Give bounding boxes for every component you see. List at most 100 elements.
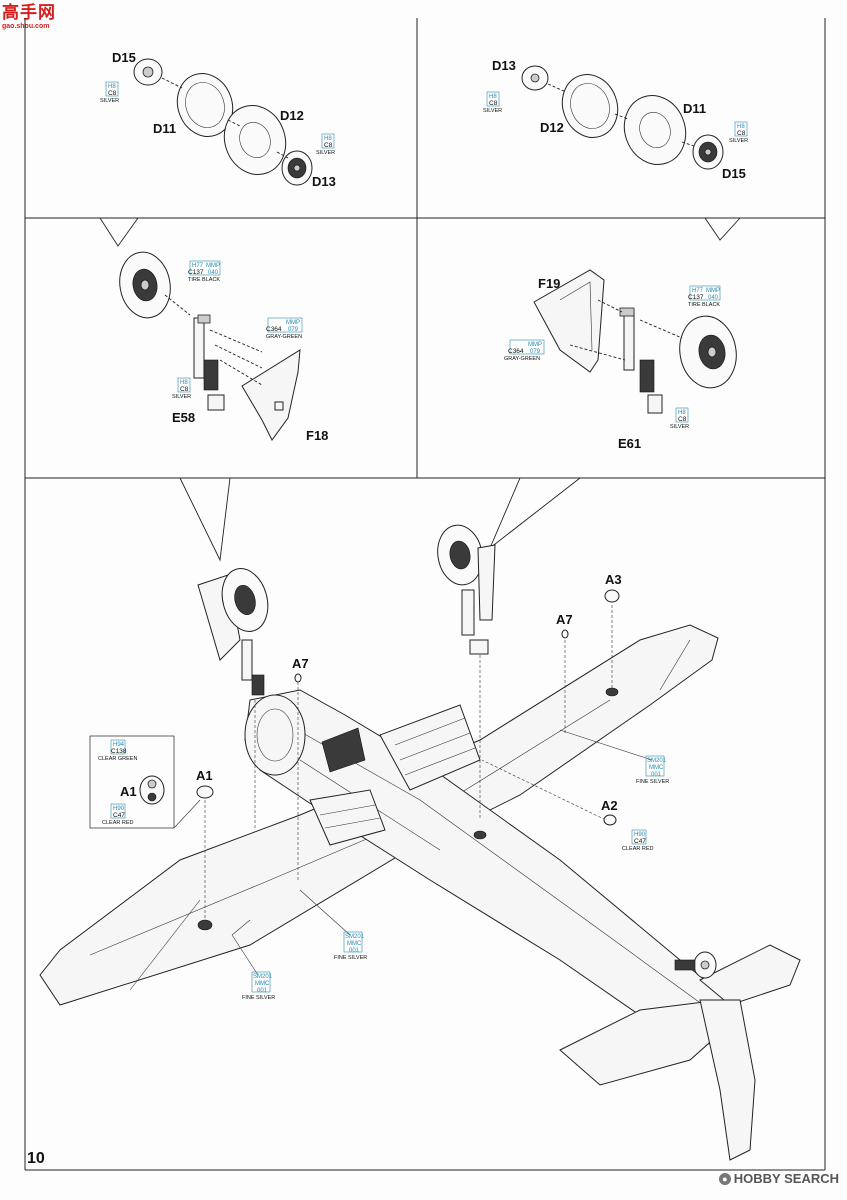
gear-bay-left: [309, 789, 386, 846]
watermark-bottom-right: ●HOBBY SEARCH: [718, 1171, 839, 1186]
color-name: SILVER: [729, 138, 748, 144]
lens-a7-right: [561, 629, 569, 639]
color-mmp: MMP: [706, 288, 720, 294]
color-name: FINE SILVER: [636, 779, 669, 785]
part-label-f18: F18: [306, 428, 328, 443]
color-c: C8: [678, 416, 687, 423]
color-callout: H8 C8 SILVER: [172, 377, 191, 400]
color-num: 001: [349, 948, 360, 954]
panel-main: A7 A7 A3 A1 A1 A2 H94 C138 CLEAR GREEN H…: [39, 524, 801, 1161]
lens-a2: [603, 814, 617, 826]
gear-leg-e61: [619, 307, 663, 414]
hub-cap-d15: [133, 58, 163, 86]
color-c: C8: [180, 386, 189, 393]
installed-gear-left: [197, 568, 269, 696]
color-c: C137: [688, 294, 704, 301]
air-intake: [321, 727, 366, 773]
page-number: 10: [27, 1150, 45, 1167]
color-name: GRAY-GREEN: [266, 334, 302, 340]
color-c: C364: [508, 348, 524, 355]
lens-a7-left: [294, 673, 302, 683]
part-label-a7-left: A7: [292, 656, 309, 671]
color-code: H8: [489, 94, 497, 100]
lens-a3: [604, 589, 620, 603]
color-callout: MMP C364 079 GRAY-GREEN: [504, 339, 545, 362]
color-name: CLEAR RED: [102, 820, 134, 826]
color-code: H77: [692, 288, 704, 294]
color-callout: SM201 MMC 001 FINE SILVER: [231, 934, 275, 1001]
color-c: C8: [324, 142, 333, 149]
main-wheel: [679, 315, 737, 389]
color-mmp-num: 079: [288, 327, 299, 333]
door-bracket: [274, 401, 284, 411]
color-code: H90: [113, 806, 125, 812]
color-name: SILVER: [483, 108, 502, 114]
lens-a1: [196, 785, 214, 799]
watermark-url: gao.shou.com: [2, 23, 50, 30]
panel-left-mid: E58 F18 H77 MMP C137 040 TIRE BLACK MMP …: [119, 251, 328, 443]
color-name: TIRE BLACK: [688, 302, 720, 308]
color-code: H8: [737, 124, 745, 130]
color-mmp: MMP: [528, 342, 542, 348]
engine-cowling: [244, 694, 306, 776]
color-name: CLEAR RED: [622, 846, 654, 852]
color-name: SILVER: [316, 150, 335, 156]
watermark-top-left: 高手网 gao.shou.com: [2, 4, 68, 36]
color-name: SILVER: [670, 424, 689, 430]
a1-lens-inset: H94 C138 CLEAR GREEN H90 C47 CLEAR RED: [89, 735, 201, 829]
panel-left-top: D15 D11 D12 D13 H8 C8 SILVER H8 C8 SILVE…: [100, 50, 336, 189]
color-code: SM201: [345, 934, 365, 940]
gear-door-f18: [241, 349, 301, 441]
part-label-e58: E58: [172, 410, 195, 425]
color-num: 001: [257, 988, 268, 994]
color-callout: H8 C8 SILVER: [729, 121, 748, 144]
color-callout: MMP C364 079 GRAY-GREEN: [266, 317, 303, 340]
tail-wheel: [674, 951, 717, 979]
color-code: H8: [678, 410, 686, 416]
part-label-d13: D13: [312, 174, 336, 189]
color-mmp-num: 040: [708, 295, 719, 301]
color-callout: H77 MMP C137 040 TIRE BLACK: [188, 260, 220, 283]
color-c: C364: [266, 326, 282, 333]
color-callout: SM201 MMC 001 FINE SILVER: [299, 889, 367, 961]
panel-right-top: D13 D12 D11 D15 H8 C8 SILVER H8 C8 SILVE…: [483, 58, 748, 181]
hobby-search-logo-icon: ●: [718, 1173, 731, 1185]
color-code: H8: [180, 380, 188, 386]
tire-half-d11: [176, 73, 234, 137]
color-code: H94: [113, 742, 125, 748]
part-label-d12: D12: [540, 120, 564, 135]
color-name: CLEAR GREEN: [98, 756, 137, 762]
color-callout: H8 C8 SILVER: [483, 91, 502, 114]
color-callout: H90 C47 CLEAR RED: [102, 803, 134, 826]
color-name: TIRE BLACK: [188, 277, 220, 283]
color-code: H77: [192, 263, 204, 269]
part-label-f19: F19: [538, 276, 560, 291]
part-label-d12: D12: [280, 108, 304, 123]
watermark-text: HOBBY SEARCH: [733, 1171, 839, 1186]
color-name: FINE SILVER: [242, 995, 275, 1001]
color-name: GRAY-GREEN: [504, 356, 540, 362]
vertical-fin: [699, 999, 756, 1161]
hub-cap-d13: [521, 65, 549, 91]
color-c: C8: [737, 130, 746, 137]
panel-frames: [24, 18, 826, 1171]
color-code: H8: [108, 84, 116, 90]
color-name: FINE SILVER: [334, 955, 367, 961]
color-c: C138: [111, 748, 127, 755]
part-label-d13: D13: [492, 58, 516, 73]
part-label-d15: D15: [722, 166, 746, 181]
part-label-a1-inset: A1: [120, 784, 137, 799]
part-label-d11: D11: [683, 101, 706, 116]
color-c: C137: [188, 269, 204, 276]
color-callout: H8 C8 SILVER: [670, 407, 689, 430]
color-code: SM201: [647, 758, 667, 764]
part-label-a2: A2: [601, 798, 618, 813]
color-code: SM201: [253, 974, 273, 980]
color-callout: H77 MMP C137 040 TIRE BLACK: [688, 285, 720, 308]
color-code: H8: [324, 136, 332, 142]
wheel-hub-d13: [281, 150, 313, 186]
main-wheel: [119, 251, 171, 319]
watermark-title: 高手网: [2, 3, 56, 22]
color-code: H90: [634, 832, 646, 838]
